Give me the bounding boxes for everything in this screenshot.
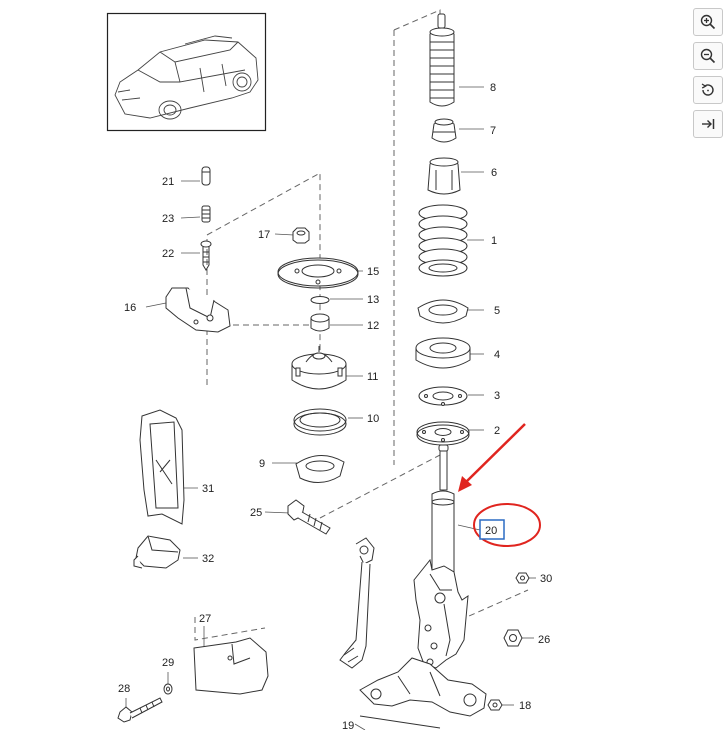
label-30[interactable]: 30	[540, 573, 552, 585]
label-4[interactable]: 4	[494, 349, 500, 361]
nut-18	[487, 699, 503, 711]
label-18[interactable]: 18	[519, 700, 531, 712]
highlight-arrow	[465, 423, 526, 483]
label-29[interactable]: 29	[162, 657, 174, 669]
label-23[interactable]: 23	[162, 213, 174, 225]
bolt-23	[201, 205, 211, 223]
bushing-12	[310, 313, 330, 332]
label-3[interactable]: 3	[494, 390, 500, 402]
strut-mount-11	[291, 346, 347, 390]
zoom-out-icon	[700, 48, 716, 64]
coil-spring-1	[418, 204, 468, 277]
label-1[interactable]: 1	[491, 235, 497, 247]
bracket-16	[165, 287, 231, 333]
sensor-32	[133, 535, 181, 569]
label-13[interactable]: 13	[367, 294, 379, 306]
spring-pad-9	[295, 455, 345, 483]
label-32[interactable]: 32	[202, 553, 214, 565]
rotate-icon	[700, 82, 716, 98]
cap-6	[427, 157, 461, 195]
zoom-out-button[interactable]	[693, 42, 723, 70]
highlight-annotation	[458, 423, 541, 547]
nut-17	[292, 227, 310, 244]
plate-2	[416, 421, 470, 446]
nut-30	[515, 572, 530, 584]
vehicle-thumbnail	[114, 35, 259, 120]
label-11[interactable]: 11	[367, 371, 378, 383]
label-6[interactable]: 6	[491, 167, 497, 179]
part-20-box	[479, 519, 505, 540]
label-31[interactable]: 31	[202, 483, 214, 495]
label-19[interactable]: 19	[342, 720, 354, 730]
label-17[interactable]: 17	[258, 229, 270, 241]
arrow-right-bar-icon	[700, 116, 716, 132]
bump-stop-7	[431, 118, 457, 143]
highlight-arrow-head	[458, 476, 472, 492]
vehicle-thumbnail-frame	[106, 12, 267, 132]
label-20[interactable]: 20	[485, 525, 497, 537]
link-arm	[339, 537, 375, 669]
bolt-22	[200, 240, 212, 271]
dust-boot-8	[429, 13, 455, 107]
label-28[interactable]: 28	[118, 683, 130, 695]
isolator-4	[415, 337, 471, 369]
viewer-toolbar	[693, 8, 723, 144]
bolt-28	[117, 697, 163, 723]
label-12[interactable]: 12	[367, 320, 379, 332]
label-26[interactable]: 26	[538, 634, 550, 646]
label-2[interactable]: 2	[494, 425, 500, 437]
washer-3	[418, 386, 468, 406]
zoom-in-icon	[700, 14, 716, 30]
label-21[interactable]: 21	[162, 176, 174, 188]
shock-absorber-20	[413, 444, 469, 669]
plate-15	[277, 257, 359, 289]
label-16[interactable]: 16	[124, 302, 136, 314]
label-15[interactable]: 15	[367, 266, 379, 278]
label-7[interactable]: 7	[490, 125, 496, 137]
label-22[interactable]: 22	[162, 248, 174, 260]
label-10[interactable]: 10	[367, 413, 379, 425]
rotate-button[interactable]	[693, 76, 723, 104]
bolt-21	[201, 166, 211, 186]
zoom-in-button[interactable]	[693, 8, 723, 36]
expand-button[interactable]	[693, 110, 723, 138]
label-27[interactable]: 27	[199, 613, 211, 625]
spring-seat-5	[417, 299, 469, 324]
ring-13	[310, 296, 330, 304]
label-25[interactable]: 25	[250, 507, 262, 519]
nut-26	[503, 629, 523, 647]
bearing-10	[293, 408, 347, 436]
lower-control-arm	[359, 657, 487, 729]
label-8[interactable]: 8	[490, 82, 496, 94]
bracket-27	[193, 637, 269, 695]
label-5[interactable]: 5	[494, 305, 500, 317]
highlight-circle	[473, 503, 541, 547]
bolt-25	[287, 499, 331, 535]
washer-29	[163, 683, 173, 695]
label-9[interactable]: 9	[259, 458, 265, 470]
cover-31	[139, 409, 185, 525]
